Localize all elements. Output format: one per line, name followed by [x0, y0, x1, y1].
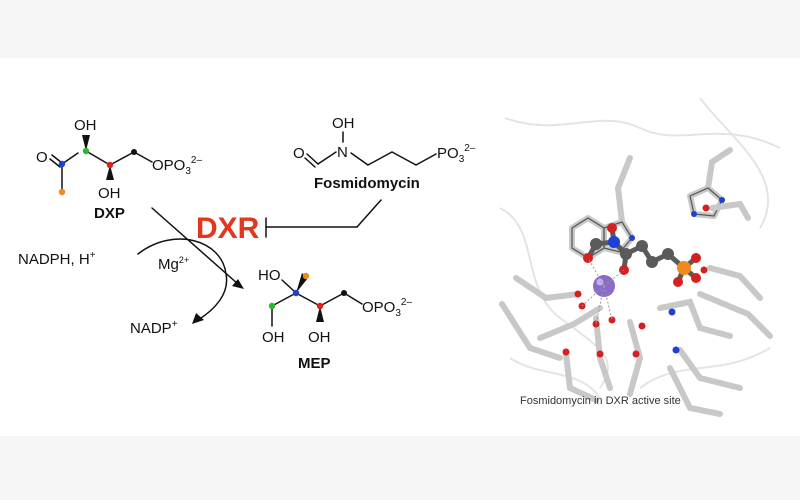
inhibition-connector	[265, 199, 382, 238]
fosmidomycin-structure: O N OH PO32– Fosmidomycin	[293, 115, 476, 192]
ligand-atoms	[583, 223, 701, 287]
mep-bond	[319, 292, 345, 307]
mep-oh-left: OH	[262, 329, 285, 346]
curved-arrow-head-icon	[192, 313, 204, 324]
dxp-wedge-top	[82, 135, 90, 151]
nitrogen-atom	[719, 197, 725, 203]
curved-arrow-icon	[137, 238, 228, 321]
inhibition-line	[356, 199, 382, 228]
dxp-wedge-bottom	[106, 165, 114, 180]
dxp-orange-carbon	[58, 188, 66, 196]
dxp-co-double-bond-2	[49, 158, 61, 168]
residue-sticks	[499, 200, 773, 417]
fos-name: Fosmidomycin	[314, 175, 420, 192]
nitrogen-atom	[691, 211, 697, 217]
mep-bond	[281, 279, 296, 293]
dxp-carbonyl-dot	[58, 160, 66, 168]
fos-bond	[350, 152, 369, 166]
cofactor-in: NADPH, H+	[18, 250, 96, 268]
mep-bond	[295, 292, 321, 307]
fos-o: O	[293, 145, 305, 162]
figure-svg: OH O OH OPO32– DXP O N OH PO32– Fosmidom…	[18, 97, 781, 417]
mep-bond	[271, 292, 297, 307]
dxp-name: DXP	[94, 205, 125, 222]
reaction-arrows	[137, 207, 244, 324]
coordination-lines	[581, 257, 625, 325]
dxp-structure: OH O OH OPO32– DXP	[36, 117, 202, 222]
nitrogen-atom	[629, 235, 635, 241]
cofactor-out: NADP+	[130, 319, 178, 337]
fos-co-double-bond-1	[306, 153, 319, 165]
arrow-head-icon	[232, 279, 244, 289]
fos-bond	[415, 153, 437, 166]
fos-oh: OH	[332, 115, 355, 132]
protein-ribbon	[499, 97, 781, 399]
dxp-bond	[85, 150, 111, 166]
mep-oh-right: OH	[308, 329, 331, 346]
dxp-oh-bottom: OH	[98, 185, 121, 202]
metal-ion: Mg2+	[158, 255, 189, 273]
dxp-green-carbon	[82, 147, 90, 155]
fos-bond	[367, 151, 393, 166]
dxp-red-carbon	[106, 161, 114, 169]
mep-name: MEP	[298, 355, 331, 372]
main-reaction-arrow	[151, 207, 239, 285]
fos-n: N	[337, 144, 348, 161]
dxp-bond	[61, 152, 79, 165]
fos-bond	[391, 151, 417, 166]
mep-ho: HO	[258, 267, 281, 284]
mep-structure: HO OH OH OPO32– MEP	[258, 267, 412, 372]
active-site-caption: Fosmidomycin in DXR active site	[520, 395, 681, 407]
dxp-bond	[109, 151, 135, 166]
dxp-o: O	[36, 149, 48, 166]
dxp-phosphate: OPO32–	[152, 155, 202, 177]
dxp-oh-top: OH	[74, 117, 97, 134]
mep-wedge-bottom	[316, 306, 324, 322]
mep-red-carbon	[316, 302, 324, 310]
mep-green-carbon	[268, 302, 276, 310]
mep-phosphate: OPO32–	[362, 297, 412, 319]
active-site-image: Fosmidomycin in DXR active site	[499, 97, 781, 417]
dxp-carbon	[131, 149, 137, 155]
figure-panel: OH O OH OPO32– DXP O N OH PO32– Fosmidom…	[0, 58, 800, 436]
enzyme-label: DXR	[196, 212, 260, 245]
fos-bond	[317, 151, 337, 165]
fos-phosphate: PO32–	[437, 143, 476, 165]
mep-bond	[343, 292, 363, 305]
dxp-bond	[133, 151, 153, 163]
mep-blue-carbon	[292, 289, 300, 297]
mep-orange-carbon	[302, 272, 310, 280]
mep-carbon	[341, 290, 347, 296]
fos-co-double-bond-2	[304, 157, 316, 168]
magnesium-highlight	[596, 278, 604, 286]
